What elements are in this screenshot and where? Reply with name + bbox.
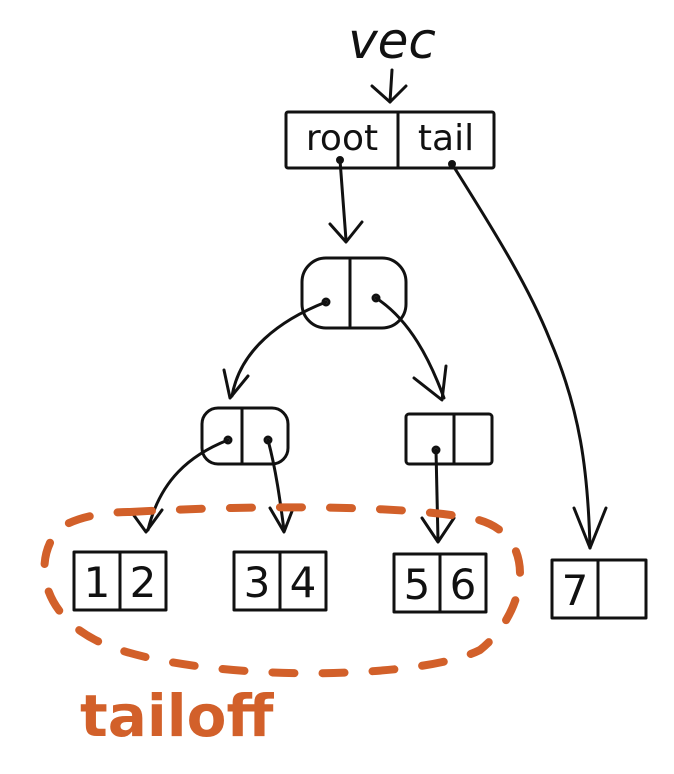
vec-root-field: root <box>306 118 378 159</box>
leaf-2-value-b: 4 <box>290 558 317 607</box>
tailoff-label: tailoff <box>80 682 274 750</box>
tail-leaf: 7 <box>550 558 648 620</box>
root-pointer-arrow <box>338 158 348 242</box>
leaf-1: 1 2 <box>72 550 168 612</box>
left-leaf1-arrowhead <box>128 508 164 534</box>
vec-arrow <box>388 68 394 104</box>
root-pointer-arrowhead <box>328 220 364 244</box>
tail-pointer-arrow <box>450 162 592 550</box>
leaf-1-value-a: 1 <box>84 558 111 607</box>
tailoff-region-outline <box>40 503 524 678</box>
right-leaf3-arrowhead <box>420 516 456 544</box>
root-node <box>300 256 408 330</box>
root-left-arrow <box>230 300 328 398</box>
vec-arrowhead <box>370 84 408 104</box>
leaf-3: 5 6 <box>392 552 488 614</box>
root-right-arrowhead <box>412 364 448 402</box>
leaf-1-value-b: 2 <box>130 558 157 607</box>
leaf-3-value-b: 6 <box>450 560 477 609</box>
root-right-arrow <box>374 296 446 400</box>
vec-label: vec <box>348 12 436 70</box>
left-node <box>200 406 290 466</box>
leaf-3-value-a: 5 <box>404 560 431 609</box>
leaf-2-value-a: 3 <box>244 558 271 607</box>
left-leaf2-arrowhead <box>268 504 296 534</box>
tail-pointer-arrowhead <box>572 506 608 550</box>
right-node <box>404 412 494 466</box>
root-left-arrowhead <box>222 368 250 400</box>
left-leaf2-arrow <box>266 438 286 532</box>
right-leaf3-arrow <box>434 448 440 542</box>
vec-tail-field: tail <box>418 118 474 159</box>
vec-record: root tail <box>284 110 496 170</box>
leaf-2: 3 4 <box>232 550 328 612</box>
tail-leaf-value-a: 7 <box>562 566 589 615</box>
left-leaf1-arrow <box>146 438 230 532</box>
